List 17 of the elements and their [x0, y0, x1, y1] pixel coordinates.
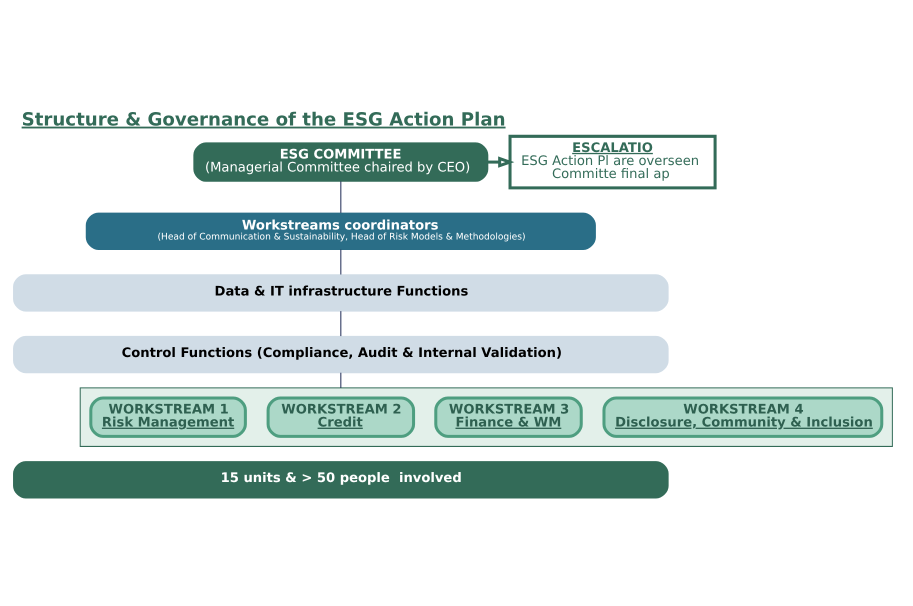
arrow	[487, 156, 514, 168]
node-box: ESCALATIO ESG Action Pl are overseen Committe final ap	[508, 134, 716, 190]
node-box: WORKSTREAM 4 Disclosure, Community & Inclusion	[602, 396, 883, 438]
node-box: Data & IT infrastructure Functions	[12, 274, 668, 312]
connector	[340, 311, 341, 336]
node-box: WORKSTREAM 2 Credit	[266, 396, 415, 438]
node-box: 15 units & > 50 people involved	[12, 461, 668, 498]
node-box: Workstreams coordinators (Head of Communication & Sustainability, Head of Risk Models & Methodologies)	[85, 212, 596, 250]
node-box: WORKSTREAM 3 Finance & WM	[434, 396, 582, 438]
connector	[340, 250, 341, 274]
diagram-title: Structure & Governance of the ESG Action Plan	[21, 110, 506, 131]
node-box: Control Functions (Compliance, Audit & Internal Validation)	[12, 336, 668, 374]
node-box: ESG COMMITTEE (Managerial Committee chaired by CEO)	[192, 142, 488, 182]
node-box: WORKSTREAM 1 Risk Management	[88, 396, 246, 438]
cluster	[79, 387, 892, 447]
connector	[340, 181, 341, 213]
connector	[340, 372, 341, 388]
